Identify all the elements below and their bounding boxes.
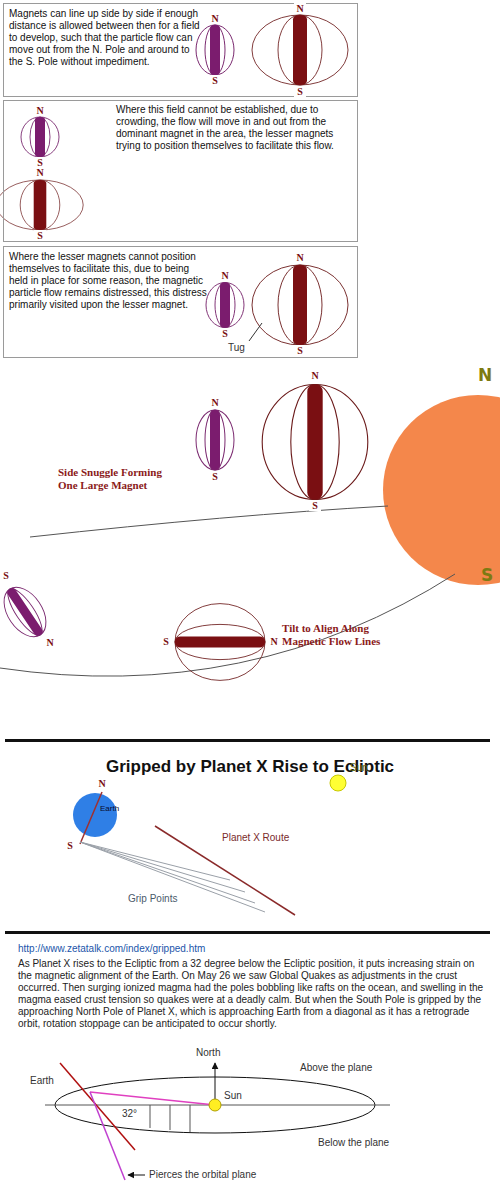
earth-label: Earth — [100, 804, 119, 813]
panel-text: Where this field cannot be established, … — [116, 104, 354, 152]
pole-letter: S — [64, 840, 76, 851]
body-paragraph: As Planet X rises to the Ecliptic from a… — [18, 958, 488, 1030]
small-magnet — [196, 410, 234, 470]
earth-axis — [80, 792, 102, 844]
orbit-arc — [30, 506, 388, 537]
divider-rule — [5, 931, 490, 934]
angle-label: 32° — [122, 1108, 137, 1120]
pole-letter: N — [34, 105, 46, 116]
grip-line — [80, 842, 230, 880]
small-magnet — [206, 283, 244, 328]
plane-label: Below the plane — [318, 1137, 389, 1149]
pole-letter: N — [209, 397, 221, 408]
plane-tick — [170, 1105, 171, 1130]
large-magnet — [252, 265, 348, 345]
small-magnet — [196, 25, 234, 75]
pole-letter: N — [34, 167, 46, 178]
tug-leader — [249, 323, 262, 341]
pole-letter: S — [309, 500, 321, 511]
pole-letter: S — [219, 328, 231, 339]
section-title: Gripped by Planet X Rise to Ecliptic — [0, 757, 500, 777]
pole-letter: S — [209, 75, 221, 86]
large-magnet — [252, 15, 348, 85]
caption: Side Snuggle Forming One Large Magnet — [58, 466, 176, 492]
sun-disc — [383, 395, 500, 585]
tilted-magnet — [0, 580, 55, 645]
pole-letter: S — [0, 570, 12, 581]
pole-letter: N — [219, 270, 231, 281]
source-url: http://www.zetatalk.com/index/gripped.ht… — [18, 943, 205, 955]
plane-label: Above the plane — [300, 1062, 372, 1074]
grip-label: Grip Points — [128, 893, 177, 905]
grip-line — [80, 842, 265, 912]
pole-letter: N — [44, 637, 56, 648]
orbit-arc — [0, 574, 455, 676]
pole-letter: N — [294, 3, 306, 14]
text-panel: Where this field cannot be established, … — [3, 100, 358, 242]
horizontal-magnet — [175, 604, 265, 681]
plane-tick — [150, 1105, 151, 1128]
earth-disc — [73, 793, 117, 837]
pole-letter: S — [209, 471, 221, 482]
caption: Tilt to Align Along Magnetic Flow Lines — [282, 622, 386, 648]
divider-rule — [5, 739, 490, 742]
sun-dot — [330, 775, 346, 791]
sun-dot — [209, 1099, 221, 1111]
axis-label: North — [196, 1047, 220, 1059]
arrow-label: Pierces the orbital plane — [149, 1169, 256, 1181]
pierce-arrow — [128, 1175, 145, 1176]
pole-letter: S — [294, 345, 306, 356]
sun-label: Sun — [350, 762, 368, 774]
approach-line — [60, 1063, 135, 1150]
sun-pole: S — [478, 566, 496, 585]
large-magnet — [262, 385, 368, 500]
pole-letter: N — [96, 778, 108, 789]
large-magnet — [0, 180, 83, 230]
route-label: Planet X Route — [222, 832, 289, 844]
pierce-line — [90, 1092, 125, 1180]
earth-sun-line — [90, 1092, 215, 1105]
pole-letter: N — [209, 13, 221, 24]
earth-label: Earth — [30, 1075, 54, 1087]
pole-letter: S — [294, 86, 306, 97]
panel-text: Magnets can line up side by side if enou… — [9, 8, 201, 68]
panel-text: Where the lesser magnets cannot position… — [9, 251, 209, 311]
pole-letter: N — [309, 370, 321, 381]
north-arrow — [215, 1063, 216, 1100]
plane-ticks — [150, 1105, 190, 1132]
pole-letter: N — [268, 636, 280, 647]
tug-label: Tug — [228, 342, 245, 354]
sun-label: Sun — [224, 1090, 242, 1102]
pole-letter: N — [294, 252, 306, 263]
grip-lines — [80, 842, 265, 912]
sun-pole: N — [476, 366, 494, 385]
small-magnet — [21, 117, 59, 157]
pole-letter: S — [160, 636, 172, 647]
plane-tick — [190, 1105, 191, 1132]
text-panel: Magnets can line up side by side if enou… — [3, 3, 358, 97]
pole-letter: S — [34, 230, 46, 241]
